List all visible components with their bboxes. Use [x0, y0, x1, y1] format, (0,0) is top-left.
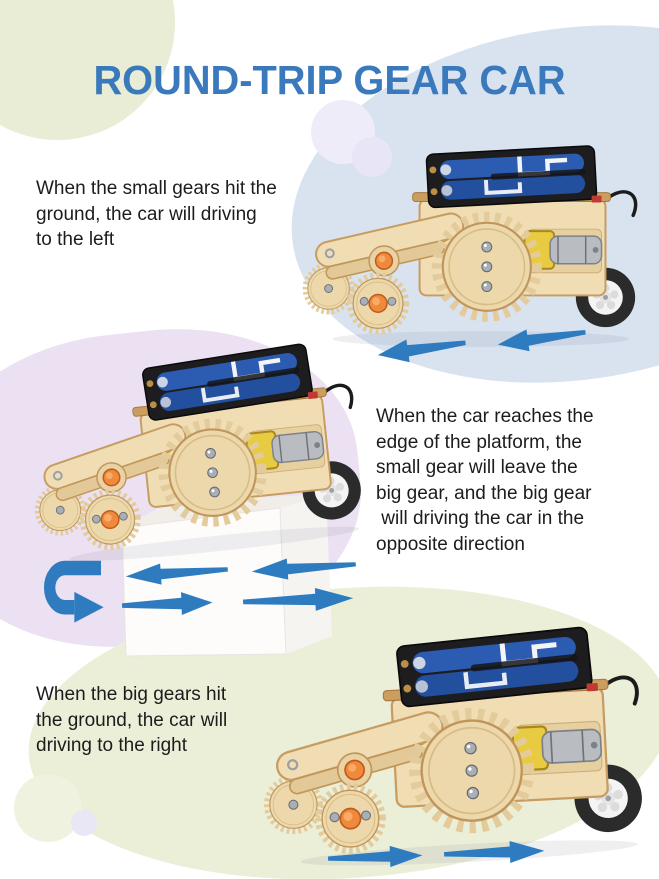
caption-line: When the big gears hit: [36, 684, 227, 705]
caption-line: will driving the car in the: [376, 508, 585, 529]
caption-line: ground, the car will driving: [36, 203, 257, 225]
car-photo-small-gears-down: [293, 142, 649, 350]
right-arrow-icon: [121, 589, 215, 618]
section-2-caption: When the car reaches the edge of the pla…: [376, 404, 594, 557]
caption-line: the ground, the car will: [36, 709, 228, 731]
car-photo-big-gears-down: [244, 620, 659, 877]
caption-line: small gear will leave the: [376, 457, 578, 478]
caption-line: to the left: [36, 229, 115, 250]
section-1-caption: When the small gears hit the ground, the…: [36, 176, 277, 253]
caption-line: big gear, and the big gear: [376, 482, 592, 504]
right-arrow-icon: [327, 843, 425, 870]
caption-line: When the car reaches the: [376, 406, 594, 427]
caption-line: edge of the platform, the: [376, 431, 582, 453]
caption-line: opposite direction: [376, 533, 525, 555]
right-arrow-icon: [242, 585, 356, 615]
background-circle-lavender-bottomleft: [71, 810, 97, 836]
u-turn-arrow-icon: [33, 556, 113, 626]
caption-line: driving to the right: [36, 735, 188, 756]
section-3-caption: When the big gears hit the ground, the c…: [36, 682, 227, 759]
page-title: ROUND-TRIP GEAR CAR: [93, 57, 566, 104]
right-arrow-icon: [443, 838, 547, 867]
caption-line: When the small gears hit the: [36, 178, 277, 199]
background-circle-green-bottomleft: [14, 774, 82, 842]
background-circle-lavender-2: [352, 137, 392, 177]
car-photo-platform-edge: [10, 334, 379, 573]
